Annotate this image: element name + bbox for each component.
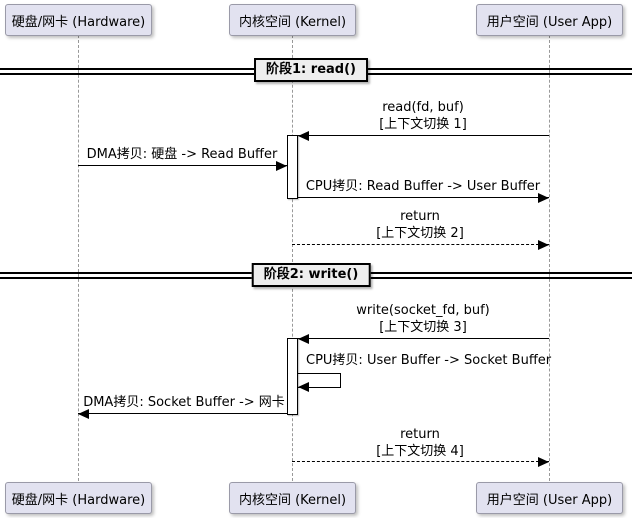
- message-line-return1: [292, 244, 549, 245]
- arrowhead-dma-write: [78, 409, 89, 419]
- participant-kernel-label: 内核空间 (Kernel): [238, 14, 347, 30]
- lifeline-user: [549, 35, 550, 481]
- message-line-dma-read: [78, 165, 287, 166]
- activation-kernel-write: [287, 338, 298, 415]
- participant-user-label: 用户空间 (User App): [486, 14, 613, 30]
- participant-kernel-label: 内核空间 (Kernel): [238, 492, 347, 508]
- message-line-dma-write: [78, 413, 287, 414]
- message-label-write-ctx: [上下文切换 3]: [379, 320, 467, 335]
- message-label-cpu-write: CPU拷贝: User Buffer -> Socket Buffer: [306, 353, 552, 368]
- participant-user-top: 用户空间 (User App): [476, 4, 623, 36]
- message-label-return2-ctx: [上下文切换 4]: [376, 444, 464, 459]
- arrowhead-return2: [538, 457, 549, 467]
- message-line-read-call: [298, 135, 549, 136]
- message-label-dma-read: DMA拷贝: 硬盘 -> Read Buffer: [86, 147, 278, 162]
- participant-kernel-bottom: 内核空间 (Kernel): [229, 482, 356, 514]
- message-label-cpu-read: CPU拷贝: Read Buffer -> User Buffer: [305, 179, 541, 194]
- participant-hardware-label: 硬盘/网卡 (Hardware): [11, 492, 146, 508]
- lifeline-hardware: [78, 35, 79, 481]
- participant-user-label: 用户空间 (User App): [486, 492, 613, 508]
- message-line-cpu-read: [298, 197, 549, 198]
- participant-hardware-top: 硬盘/网卡 (Hardware): [5, 4, 152, 36]
- message-label-return2: return: [400, 427, 440, 442]
- arrowhead-cpu-read: [538, 193, 549, 203]
- activation-kernel-read: [287, 135, 298, 199]
- message-label-return1-ctx: [上下文切换 2]: [376, 226, 464, 241]
- self-message-loop: [298, 373, 341, 388]
- participant-user-bottom: 用户空间 (User App): [476, 482, 623, 514]
- message-label-read-call: read(fd, buf): [382, 100, 464, 115]
- arrowhead-cpu-write: [298, 382, 309, 392]
- arrowhead-dma-read: [276, 161, 287, 171]
- divider-label-phase2: 阶段2: write(): [251, 263, 371, 287]
- message-line-return2: [292, 461, 549, 462]
- message-label-read-ctx: [上下文切换 1]: [379, 117, 467, 132]
- message-label-return1: return: [400, 209, 440, 224]
- divider-label-phase1: 阶段1: read(): [254, 58, 368, 82]
- arrowhead-return1: [538, 240, 549, 250]
- message-label-dma-write: DMA拷贝: Socket Buffer -> 网卡: [83, 395, 285, 410]
- arrowhead-write-call: [298, 334, 309, 344]
- lifeline-kernel: [292, 35, 293, 481]
- participant-hardware-label: 硬盘/网卡 (Hardware): [11, 14, 146, 30]
- participant-kernel-top: 内核空间 (Kernel): [229, 4, 356, 36]
- arrowhead-read-call: [298, 131, 309, 141]
- participant-hardware-bottom: 硬盘/网卡 (Hardware): [5, 482, 152, 514]
- message-line-write-call: [298, 338, 549, 339]
- message-label-write-call: write(socket_fd, buf): [356, 303, 490, 318]
